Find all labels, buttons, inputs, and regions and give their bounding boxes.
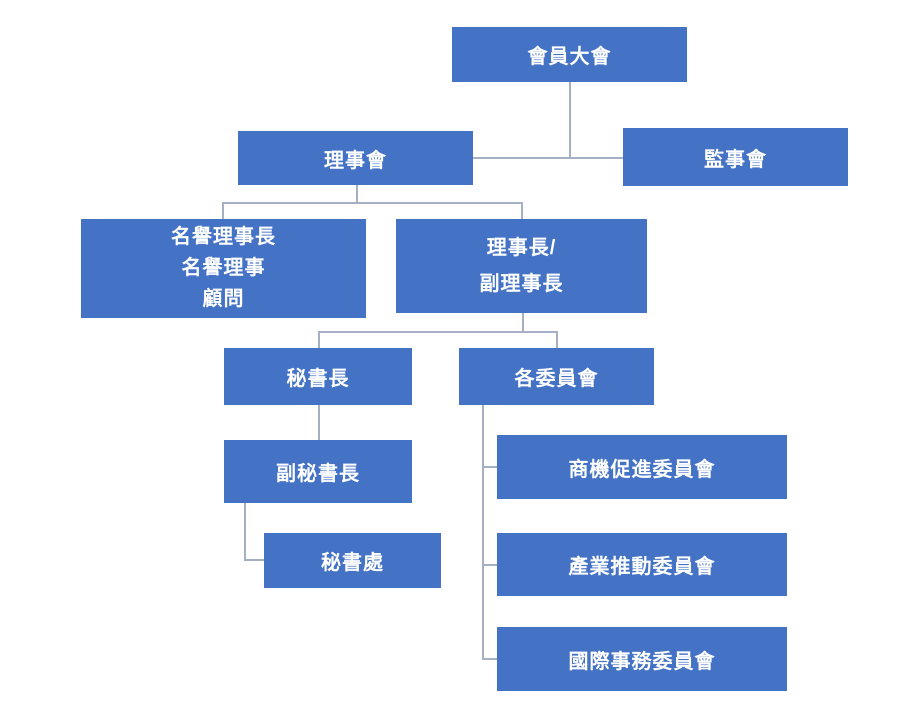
node-secretary-general: 秘書長 xyxy=(224,348,412,405)
node-label-line: 名譽理事長 xyxy=(171,226,276,248)
connector-to-secretary-general xyxy=(318,331,320,348)
connector-to-chairman xyxy=(521,202,523,219)
node-label: 會員大會 xyxy=(527,46,612,68)
node-label: 監事會 xyxy=(704,148,767,171)
node-industry-promotion-committee: 產業推動委員會 xyxy=(497,533,787,596)
node-general-assembly: 會員大會 xyxy=(452,27,687,82)
connector-directors-branch xyxy=(222,202,522,204)
node-label: 秘書處 xyxy=(321,552,384,574)
node-label: 理事會 xyxy=(324,149,387,172)
node-deputy-secretary-general: 副秘書長 xyxy=(224,440,412,503)
node-chairman-group: 理事長/ 副理事長 xyxy=(396,219,647,313)
connector-deputy-down xyxy=(244,503,246,560)
node-secretariat: 秘書處 xyxy=(264,533,441,588)
connector-committees-trunk xyxy=(482,405,484,660)
connector-to-intl-committee xyxy=(482,658,497,660)
node-business-promotion-committee: 商機促進委員會 xyxy=(497,435,787,499)
connector-to-secretariat xyxy=(244,559,264,561)
connector-directors-supervisory xyxy=(473,157,623,159)
connector-to-honorary xyxy=(222,202,224,219)
node-honorary-group: 名譽理事長 名譽理事 顧問 xyxy=(81,219,366,318)
connector-to-committees xyxy=(556,331,558,348)
connector-assembly-down xyxy=(569,82,571,158)
node-label: 各委員會 xyxy=(514,368,599,390)
node-label-line: 理事長/ xyxy=(486,237,557,259)
node-board-of-directors: 理事會 xyxy=(238,131,473,185)
node-committees: 各委員會 xyxy=(459,348,654,405)
node-label: 商機促進委員會 xyxy=(568,458,716,481)
connector-directors-down xyxy=(356,185,358,203)
node-label-line: 顧問 xyxy=(202,288,245,310)
node-label: 產業推動委員會 xyxy=(568,556,716,578)
node-international-affairs-committee: 國際事務委員會 xyxy=(497,627,787,691)
node-label-line: 名譽理事 xyxy=(181,257,266,279)
connector-chairman-branch xyxy=(318,331,558,333)
node-label: 秘書長 xyxy=(286,368,350,390)
connector-to-industry-committee xyxy=(482,564,497,566)
node-supervisory-board: 監事會 xyxy=(623,128,848,186)
connector-to-biz-committee xyxy=(482,466,497,468)
node-label: 國際事務委員會 xyxy=(568,650,716,673)
connector-chairman-down xyxy=(522,313,524,332)
node-label: 副秘書長 xyxy=(276,463,360,485)
node-label-line: 副理事長 xyxy=(479,273,564,295)
connector-secretary-deputy xyxy=(318,405,320,440)
